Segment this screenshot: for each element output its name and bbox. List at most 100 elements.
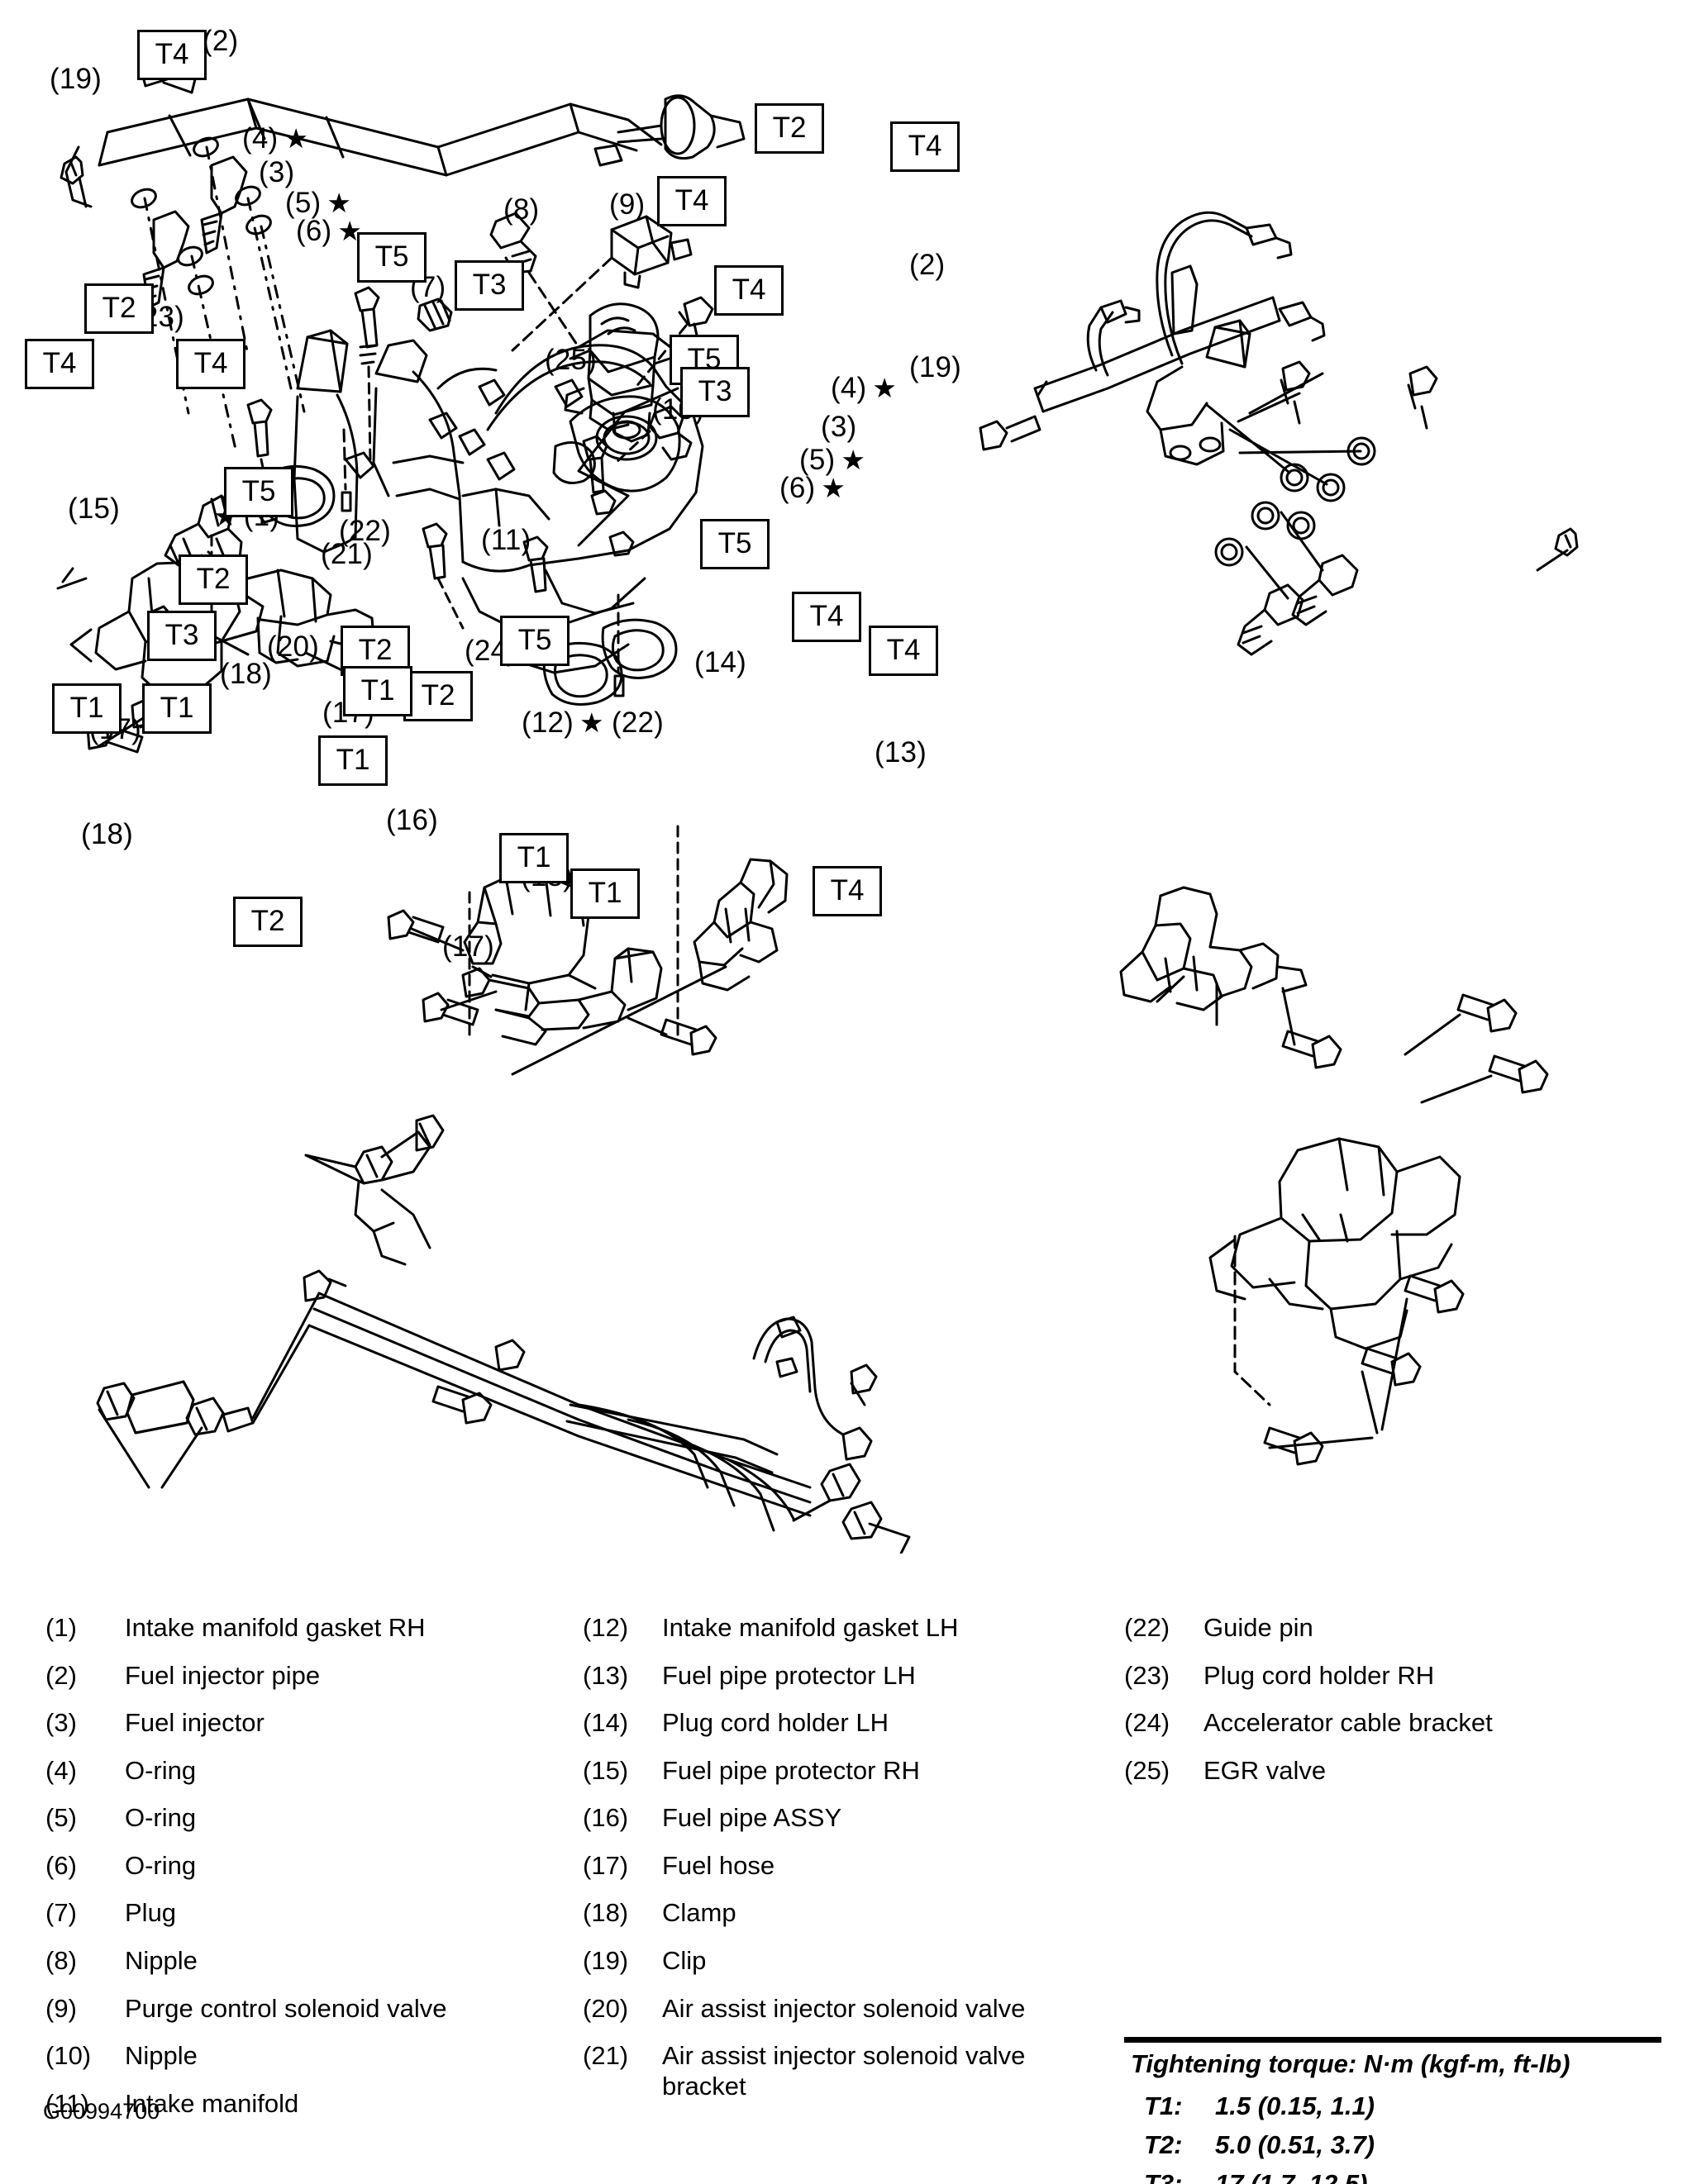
legend-item: (8) Nipple — [45, 1946, 583, 1977]
callout-number: (11) — [481, 524, 531, 556]
legend-item-label: EGR valve — [1203, 1755, 1327, 1785]
legend-item: (19) Clip — [583, 1946, 1112, 1977]
callout-number: (2) — [203, 25, 239, 57]
legend-item-label: Intake manifold gasket LH — [662, 1613, 959, 1642]
legend-item: (13)Fuel pipe protector LH — [583, 1661, 1112, 1692]
legend-item-label: Clip — [662, 1946, 707, 1976]
callout-number: (22) — [612, 707, 665, 739]
torque-box-t2: T2 — [233, 897, 303, 947]
callout-22: (22) — [339, 516, 391, 545]
torque-row: T2: 5.0 (0.51, 3.7) — [1124, 2121, 1661, 2160]
legend-item-number: (20) — [583, 1993, 629, 2023]
callout-4: (4)★ — [831, 374, 897, 402]
exploded-parts-diagram: (19)(2)(4)★(3)(5)★(6)★(8)(7)(9)(25)(10)(… — [25, 26, 1579, 1554]
legend-item-label: O-ring — [125, 1850, 197, 1880]
legend-item-number: (10) — [45, 2041, 92, 2071]
torque-box-t4: T4 — [869, 626, 938, 676]
torque-row-value: 5.0 (0.51, 3.7) — [1215, 2130, 1375, 2159]
torque-box-t4: T4 — [813, 866, 882, 916]
callout-22: (22) — [612, 708, 664, 737]
callout-18: (18) — [220, 659, 272, 688]
legend-item-number: (3) — [45, 1708, 77, 1738]
callout-number: (20) — [267, 630, 320, 663]
legend-item-label: O-ring — [125, 1803, 197, 1833]
torque-box-t3: T3 — [147, 611, 217, 661]
legend-item: (7)Plug — [45, 1898, 583, 1929]
callout-number: (6) — [779, 472, 816, 504]
torque-row-value: 1.5 (0.15, 1.1) — [1215, 2091, 1375, 2120]
legend-item-number: (12) — [583, 1613, 629, 1642]
legend-item-label: Nipple — [125, 1946, 198, 1976]
callout-number: (2) — [909, 249, 946, 281]
new-part-star-icon: ★ — [326, 188, 352, 218]
callout-number: (3) — [259, 156, 295, 188]
callout-17: (17) — [442, 932, 494, 961]
callout-14: (14) — [694, 648, 746, 677]
legend-item: (6) O-ring — [45, 1851, 583, 1882]
legend-item-number: (16) — [583, 1803, 629, 1833]
callout-13: (13) — [875, 738, 927, 767]
legend-item-number: (18) — [583, 1898, 629, 1928]
callout-number: (21) — [321, 538, 374, 570]
legend-item: (2)Fuel injector pipe — [45, 1661, 583, 1692]
torque-box-t4: T4 — [657, 176, 727, 226]
legend-item-number: (23) — [1124, 1660, 1170, 1690]
callout-number: (25) — [545, 344, 598, 376]
torque-box-t1: T1 — [52, 683, 122, 734]
callout-2: (2) — [909, 250, 945, 279]
legend-item-label: Plug — [125, 1898, 177, 1928]
callout-11: (11) — [481, 526, 531, 554]
figure-code: G00994700 — [43, 2099, 160, 2124]
callout-2: (2) — [203, 26, 238, 55]
callout-5: (5)★ — [799, 445, 865, 474]
torque-box-t5: T5 — [700, 519, 770, 569]
legend-item: (11)Intake manifold — [45, 2089, 583, 2120]
torque-table-top-rule — [1124, 2037, 1661, 2043]
legend-item: (24)Accelerator cable bracket — [1124, 1708, 1653, 1739]
legend-item-label: Fuel pipe ASSY — [662, 1803, 842, 1833]
legend-item-label: Accelerator cable bracket — [1203, 1708, 1493, 1738]
torque-box-t2: T2 — [84, 283, 154, 334]
callout-number: (14) — [694, 646, 747, 678]
torque-box-t5: T5 — [357, 232, 427, 283]
torque-box-t1: T1 — [343, 666, 412, 716]
torque-box-t4: T4 — [176, 339, 245, 389]
torque-box-t2: T2 — [403, 671, 473, 721]
torque-box-t3: T3 — [455, 260, 524, 311]
torque-row: T1:1.5 (0.15, 1.1) — [1124, 2082, 1661, 2121]
callout-number: (13) — [875, 736, 927, 768]
legend-item-number: (6) — [45, 1850, 77, 1880]
torque-row-key: T2: — [1144, 2130, 1183, 2159]
torque-box-t4: T4 — [25, 339, 94, 389]
legend-item: (14)Plug cord holder LH — [583, 1708, 1112, 1739]
callout-number: (8) — [503, 193, 540, 226]
callout-4: (4)★ — [242, 124, 308, 153]
legend-item-number: (2) — [45, 1660, 77, 1690]
legend-item-label: Plug cord holder LH — [662, 1708, 889, 1738]
legend-item-label: Purge control solenoid valve — [125, 1993, 447, 2023]
legend-item-label: Air assist injector solenoid valve brack… — [662, 2041, 1026, 2101]
callout-number: (6) — [296, 215, 332, 247]
legend-item-label: Nipple — [125, 2041, 198, 2071]
torque-box-t1: T1 — [318, 735, 388, 786]
legend-item: (10) Nipple — [45, 2041, 583, 2072]
callout-number: (5) — [799, 444, 836, 476]
legend-item-number: (8) — [45, 1946, 77, 1976]
legend-item: (18)Clamp — [583, 1898, 1112, 1929]
legend-item: (15)Fuel pipe protector RH — [583, 1756, 1112, 1787]
callout-6: (6)★ — [296, 216, 362, 245]
legend-item-number: (19) — [583, 1946, 629, 1976]
legend-item-label: Intake manifold gasket RH — [125, 1613, 426, 1642]
legend-item: (25)EGR valve — [1124, 1756, 1653, 1787]
callout-15: (15) — [68, 494, 120, 523]
callout-number: (15) — [68, 492, 121, 525]
legend-item-number: (11) — [45, 2088, 89, 2118]
new-part-star-icon: ★ — [872, 373, 898, 403]
legend-item: (3)Fuel injector — [45, 1708, 583, 1739]
legend-item-number: (9) — [45, 1993, 77, 2023]
callout-number: (4) — [831, 372, 867, 404]
legend-item-number: (21) — [583, 2041, 629, 2071]
legend-item-number: (22) — [1124, 1613, 1170, 1642]
legend-item: (1)Intake manifold gasket RH — [45, 1613, 583, 1644]
